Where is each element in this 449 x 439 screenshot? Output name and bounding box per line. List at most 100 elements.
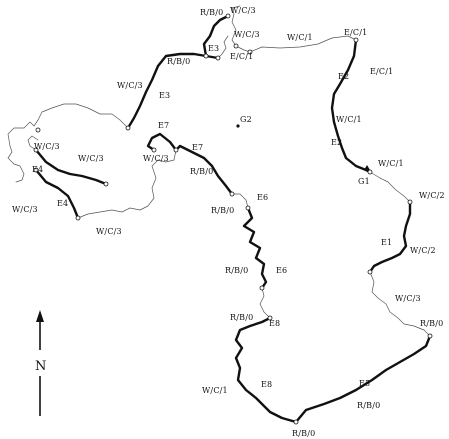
grade-label: W/C/3	[230, 6, 256, 15]
segment-label: E4	[57, 199, 68, 208]
grade-label: W/C/1	[336, 115, 362, 124]
trail-east-lower	[369, 271, 431, 337]
junction-node	[353, 37, 359, 43]
segment-label: E4	[32, 165, 43, 174]
junction-node	[233, 43, 239, 49]
segment-label: E8	[269, 319, 280, 328]
thin-trails	[7, 5, 431, 337]
trail-e4-west	[27, 135, 39, 151]
junction-node	[427, 333, 433, 339]
route-e3	[126, 52, 220, 130]
grade-labels: R/B/0 W/C/3 W/C/3 E/C/1 W/C/1 E/C/1 E/C/…	[12, 6, 445, 438]
segment-label: E3	[159, 91, 170, 100]
grade-label: R/B/0	[167, 57, 190, 66]
g2-dot-icon	[236, 124, 240, 128]
route-e4	[34, 148, 108, 186]
junction-node	[245, 205, 251, 211]
junction-nodes	[33, 13, 433, 425]
trail-top-north	[249, 35, 357, 53]
grade-label: W/C/3	[143, 154, 169, 163]
junction-node	[407, 199, 413, 205]
grade-label: W/C/2	[410, 246, 436, 255]
grade-label: R/B/0	[420, 319, 443, 328]
grade-label: W/C/3	[12, 205, 38, 214]
grade-label: W/C/1	[287, 33, 313, 42]
route-e6	[242, 206, 268, 290]
junction-node	[173, 147, 179, 153]
route-e3-north	[202, 14, 230, 58]
segment-label: E2	[331, 138, 342, 147]
grade-label: W/C/2	[419, 191, 445, 200]
junction-node	[247, 49, 253, 55]
route-e7-north	[146, 132, 178, 152]
junction-node	[33, 167, 39, 173]
segment-labels: E1 E2 E2 E3 E3 E4 E4 E5 E6 E6 E7 E7 E8 E…	[32, 44, 392, 389]
grade-label: W/C/3	[117, 81, 143, 90]
g1-label: G1	[358, 177, 370, 186]
junction-node	[367, 269, 373, 275]
junction-node	[203, 53, 209, 59]
junction-node	[215, 55, 221, 61]
trail-e3-connector	[217, 35, 229, 59]
grade-label: R/B/0	[211, 206, 234, 215]
segment-label: E1	[381, 238, 392, 247]
junction-node	[151, 147, 157, 153]
grade-label: R/B/0	[190, 167, 213, 176]
grade-label: W/C/1	[202, 386, 228, 395]
ground-stations: G1 G2	[236, 115, 370, 186]
grade-label: E/C/1	[344, 28, 367, 37]
grade-label: R/B/0	[230, 313, 253, 322]
route-e4-south	[34, 168, 80, 220]
route-e2	[330, 38, 372, 174]
north-arrow-head-icon	[36, 310, 44, 322]
segment-label: E8	[261, 380, 272, 389]
route-e5	[294, 334, 432, 424]
trail-e8-upper	[259, 287, 271, 319]
junction-node	[229, 191, 235, 197]
north-arrow: N	[35, 310, 46, 416]
grade-label: W/C/3	[34, 142, 60, 151]
segment-label: E7	[192, 143, 203, 152]
segment-label: E6	[276, 266, 287, 275]
trail-e6-mid	[231, 193, 249, 209]
junction-node	[259, 285, 265, 291]
segment-label: E7	[158, 121, 169, 130]
trail-top-junction	[231, 5, 251, 53]
segment-label: E5	[359, 379, 370, 388]
junction-node	[367, 169, 373, 175]
segment-label: E3	[208, 44, 219, 53]
grade-label: R/B/0	[357, 401, 380, 410]
trail-east-upper	[369, 171, 411, 203]
grade-label: R/B/0	[292, 429, 315, 438]
junction-node	[33, 147, 39, 153]
grade-label: R/B/0	[225, 266, 248, 275]
grade-label: W/C/3	[78, 154, 104, 163]
grade-label: W/C/3	[96, 227, 122, 236]
junction-node	[293, 419, 299, 425]
trail-far-west	[7, 103, 129, 183]
thick-routes	[34, 14, 432, 424]
junction-node	[267, 315, 273, 321]
grade-label: E/C/1	[370, 67, 393, 76]
segment-label: E6	[257, 193, 268, 202]
segment-label: E2	[338, 72, 349, 81]
grade-label: R/B/0	[200, 8, 223, 17]
north-label: N	[35, 359, 46, 374]
junction-node	[103, 181, 109, 187]
route-e7	[174, 144, 234, 196]
junction-node	[75, 215, 81, 221]
grade-label: W/C/1	[378, 159, 404, 168]
grade-label: W/C/3	[234, 30, 260, 39]
junction-node	[35, 127, 41, 133]
junction-node	[125, 125, 131, 131]
trail-south-west	[77, 149, 177, 219]
route-e1	[368, 200, 412, 274]
g2-label: G2	[240, 115, 252, 124]
grade-label: W/C/3	[395, 294, 421, 303]
route-e8	[234, 316, 298, 424]
junction-node	[225, 13, 231, 19]
g1-triangle-icon	[364, 165, 370, 170]
grade-label: E/C/1	[230, 52, 253, 61]
